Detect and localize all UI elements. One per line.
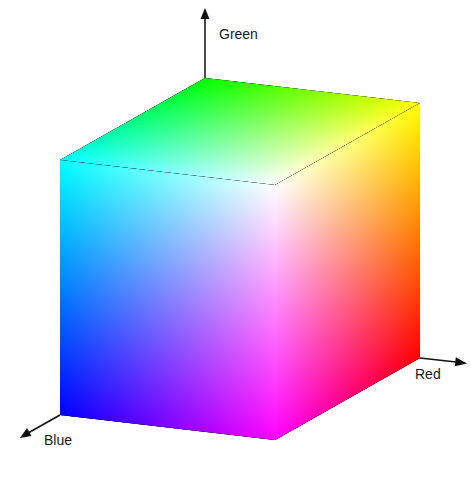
axis-label: Blue xyxy=(44,432,72,449)
front-face xyxy=(60,160,275,440)
green-axis xyxy=(201,8,210,78)
red-axis xyxy=(420,357,467,366)
axis-label: Green xyxy=(219,26,258,43)
axis-label: Red xyxy=(415,366,441,383)
right-face xyxy=(275,103,420,440)
